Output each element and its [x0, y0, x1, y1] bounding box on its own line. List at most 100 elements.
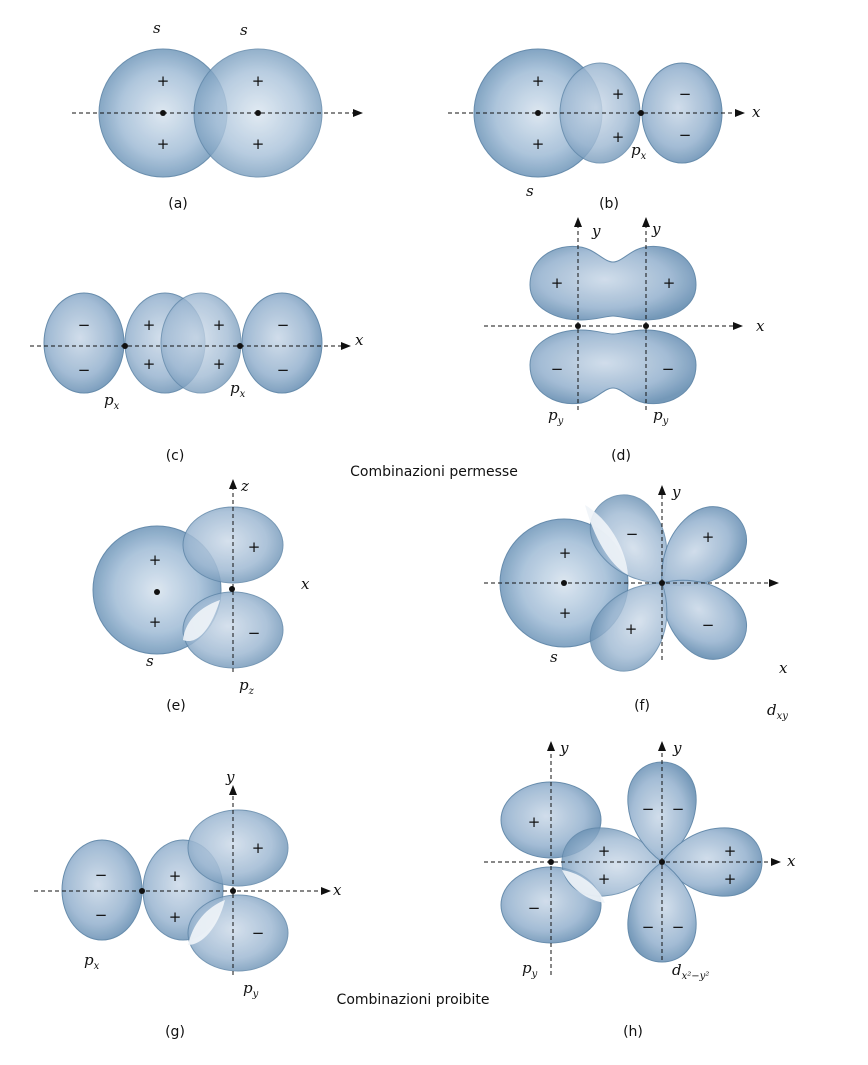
- nucleus: [638, 110, 644, 116]
- orbital-label-dx2y2: dx²−y²: [672, 961, 709, 982]
- orbital-label: s: [153, 19, 161, 37]
- axis-label-x: x: [333, 881, 342, 899]
- plus-sign: +: [598, 842, 611, 860]
- nucleus: [237, 343, 243, 349]
- axis-label-x: x: [752, 103, 761, 121]
- overlap-region: [188, 900, 225, 945]
- nucleus: [229, 586, 235, 592]
- minus-sign: −: [702, 616, 715, 634]
- orbital-label: s: [146, 652, 154, 670]
- minus-sign: −: [78, 361, 91, 379]
- plus-sign: +: [143, 355, 156, 373]
- minus-sign: −: [672, 800, 685, 818]
- nucleus: [561, 580, 567, 586]
- nucleus: [230, 888, 236, 894]
- plus-sign: +: [213, 316, 226, 334]
- p-lobe-positive: [559, 62, 641, 164]
- axis-label-y: y: [559, 739, 569, 757]
- plus-sign: +: [532, 135, 545, 153]
- axis-label-x: x: [779, 659, 788, 677]
- p-lobe-negative: [43, 292, 125, 394]
- nucleus: [160, 110, 166, 116]
- dxy-lobe-lower-right: [661, 579, 748, 660]
- p-lobe-negative: [241, 292, 323, 394]
- minus-sign: −: [679, 126, 692, 144]
- orbital-label: s: [240, 21, 248, 39]
- minus-sign: −: [95, 906, 108, 924]
- dxy-lobe-upper-right: [661, 506, 748, 587]
- minus-sign: −: [277, 361, 290, 379]
- orbital-label-pz: pz: [239, 676, 255, 697]
- plus-sign: +: [252, 839, 265, 857]
- orbital-label-py: py: [522, 959, 538, 980]
- plus-sign: +: [625, 620, 638, 638]
- plus-sign: +: [248, 538, 261, 556]
- plus-sign: +: [551, 274, 564, 292]
- nucleus: [548, 859, 554, 865]
- py-lobe-positive: [187, 809, 289, 887]
- plus-sign: +: [612, 85, 625, 103]
- py-lobe-pair-upper: [529, 245, 697, 321]
- caption-a: (a): [168, 196, 188, 212]
- plus-sign: +: [213, 355, 226, 373]
- axis-label-y: y: [591, 222, 601, 240]
- plus-sign: +: [169, 867, 182, 885]
- minus-sign: −: [642, 918, 655, 936]
- plus-sign: +: [143, 316, 156, 334]
- plus-sign: +: [663, 274, 676, 292]
- caption-d: (d): [611, 448, 631, 464]
- minus-sign: −: [528, 899, 541, 917]
- caption-c: (c): [166, 448, 185, 464]
- orbital-label-px: px: [631, 141, 647, 162]
- nucleus: [122, 343, 128, 349]
- minus-sign: −: [642, 800, 655, 818]
- caption-g: (g): [165, 1024, 185, 1040]
- overlap-region: [562, 870, 605, 903]
- orbital-label-py: py: [548, 406, 564, 427]
- orbital-label-py: py: [243, 979, 259, 1000]
- plus-sign: +: [724, 842, 737, 860]
- overlap-region: [585, 505, 628, 575]
- plus-sign: +: [702, 528, 715, 546]
- minus-sign: −: [672, 918, 685, 936]
- py-lobe-pair-lower: [529, 329, 697, 405]
- orbital-label-px: px: [104, 391, 120, 412]
- panel-e: + + + − z x s pz (e): [92, 477, 310, 714]
- orbital-label-py: py: [653, 406, 669, 427]
- nucleus: [255, 110, 261, 116]
- axis-label-y: y: [651, 220, 661, 238]
- plus-sign: +: [157, 72, 170, 90]
- axis-label-x: x: [756, 317, 765, 335]
- plus-sign: +: [149, 551, 162, 569]
- plus-sign: +: [612, 128, 625, 146]
- minus-sign: −: [679, 85, 692, 103]
- nucleus: [154, 589, 160, 595]
- panel-b: + + + + − − x s px (b): [448, 48, 761, 212]
- orbital-label: s: [550, 648, 558, 666]
- nucleus: [659, 580, 665, 586]
- dxy-orbital: [589, 494, 748, 672]
- nucleus: [575, 323, 581, 329]
- axis-label-x: x: [787, 852, 796, 870]
- overlap-region: [183, 600, 220, 642]
- caption-f: (f): [634, 698, 650, 714]
- plus-sign: +: [252, 72, 265, 90]
- panel-h: + − + + − − + + − − y y x py dx²−y² (h): [484, 739, 796, 1040]
- axis-label-y: y: [672, 739, 682, 757]
- plus-sign: +: [252, 135, 265, 153]
- plus-sign: +: [169, 908, 182, 926]
- section-title-forbidden: Combinazioni proibite: [337, 992, 490, 1008]
- orbital-label-dxy: dxy: [767, 701, 788, 722]
- minus-sign: −: [277, 316, 290, 334]
- plus-sign: +: [559, 544, 572, 562]
- panel-g: − − + + + − y x px py (g): [34, 768, 342, 1040]
- minus-sign: −: [551, 360, 564, 378]
- orbital-label-px: px: [84, 951, 100, 972]
- orbital-label-px: px: [230, 379, 246, 400]
- plus-sign: +: [598, 870, 611, 888]
- minus-sign: −: [248, 624, 261, 642]
- plus-sign: +: [724, 870, 737, 888]
- axis-label-x: x: [301, 575, 310, 593]
- caption-e: (e): [166, 698, 186, 714]
- axis-label-y: y: [225, 768, 235, 786]
